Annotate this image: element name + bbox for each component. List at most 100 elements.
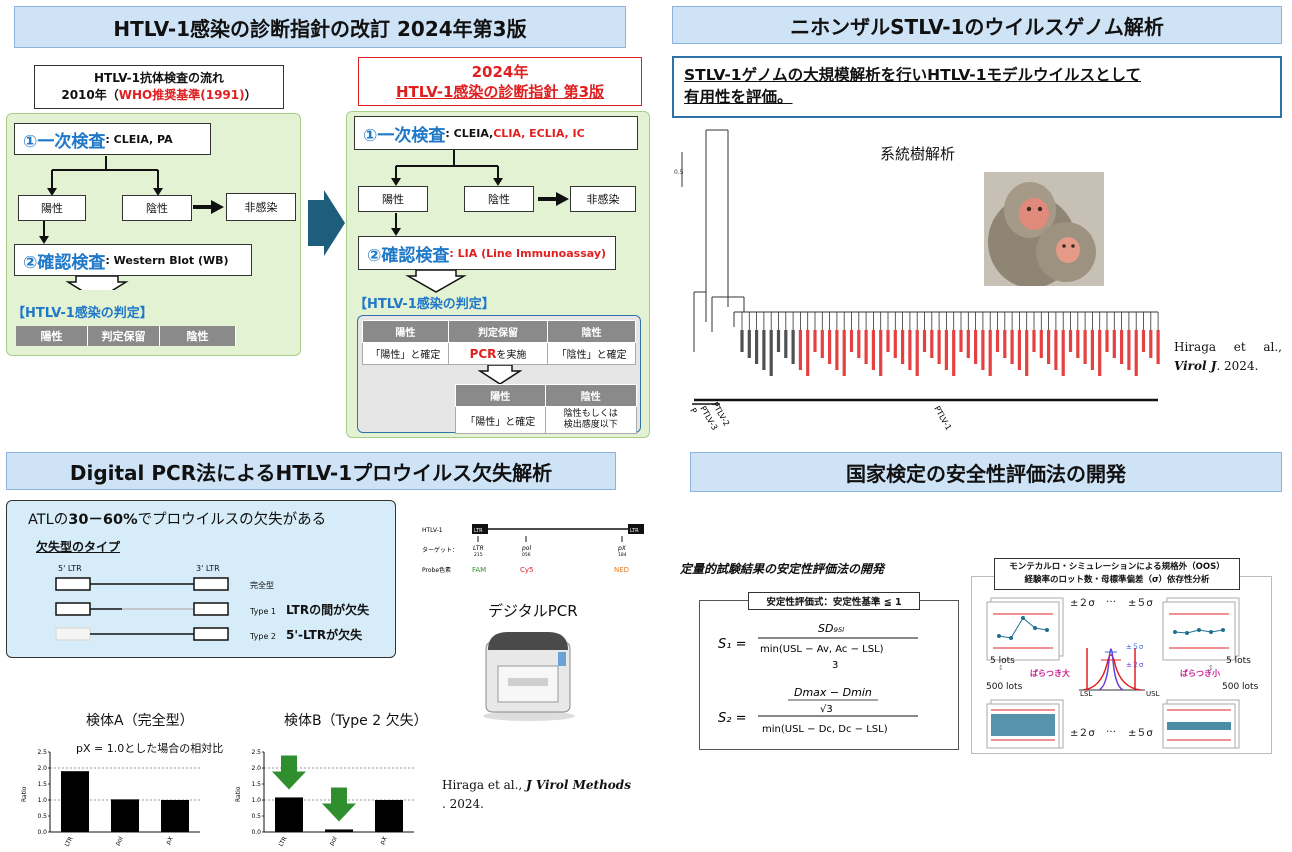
tree-tip-label: [864, 330, 868, 364]
deletion-arrow: [272, 755, 306, 790]
tree-tip-label: [857, 330, 861, 358]
monkey-photo: [984, 172, 1104, 286]
deletion-types-title: 欠失型のタイプ: [36, 540, 121, 554]
pcr-results-table: 陽性 陰性 「陽性」と確定 陰性もしくは検出感度以下: [455, 384, 638, 434]
tree-tip-label: [871, 330, 875, 370]
new-result-header-positive: 陽性: [362, 320, 449, 343]
ltr3-label: 3' LTR: [196, 564, 220, 573]
pcr-result-cell-negative: 陰性もしくは検出感度以下: [544, 406, 638, 434]
tree-tip-label: [879, 330, 883, 376]
y-tick-label: 2.0: [37, 765, 47, 772]
tree-tip-label: [1112, 330, 1116, 358]
mc-arrow-left: ↕: [998, 664, 1004, 672]
new-step1-label: ①一次検査: [363, 125, 446, 146]
tree-tip-label: [1105, 330, 1109, 352]
tree-tip-label: [806, 330, 810, 376]
genome-label: HTLV-1: [422, 527, 443, 534]
probe-label: Probe色素: [422, 566, 451, 574]
monte-carlo-figure: ↕ ↕: [986, 597, 1240, 749]
new-judgement-label: 【HTLV-1感染の判定】: [354, 297, 495, 312]
y-tick-label: 0.0: [251, 829, 261, 836]
new-result-header-pending: 判定保留: [447, 320, 549, 343]
mc-title: モンテカルロ・シミュレーションによる規格外（OOS） 経験率のロット数・母標準偏…: [994, 558, 1240, 590]
target-pol: pol: [521, 545, 531, 552]
formula-panel: [699, 600, 959, 750]
tree-tip-label: [908, 330, 912, 370]
bar-LTR: [61, 771, 89, 832]
x-tick-label: LTR: [277, 836, 288, 848]
deletion-headline: ATLの30－60%でプロウイルスの欠失がある: [28, 512, 327, 528]
new-step2-box: ②確認検査 : LIA (Line Immunoassay): [358, 236, 616, 270]
y-tick-label: 2.5: [251, 749, 261, 756]
x-tick-label: LTR: [63, 836, 74, 848]
tree-tip-label: [1141, 330, 1146, 352]
tree-tip-label: [1025, 330, 1029, 376]
old-not-infected-box: 非感染: [226, 193, 296, 221]
target-px-num: 184: [618, 552, 627, 558]
stlv-summary-line2: 有用性を評価。: [684, 88, 793, 106]
old-result-pending: 判定保留: [88, 326, 160, 346]
new-result-cell-positive: 「陽性」と確定: [362, 342, 449, 365]
tree-clade-p-label: P: [688, 407, 698, 416]
formula-s2-numerator: Dmax − Dmin: [794, 686, 872, 699]
bar-pol: [111, 799, 139, 832]
y-tick-label: 1.0: [251, 797, 261, 804]
genome-ltr3-box-label: LTR: [630, 528, 639, 534]
old-step2-box: ②確認検査 : Western Blot (WB): [14, 244, 252, 276]
mc-lsl: LSL: [1080, 690, 1093, 698]
y-tick-label: 0.5: [251, 813, 261, 820]
formula-s2-symbol: S₂ =: [718, 711, 747, 726]
new-result-cell-negative: 「陰性」と確定: [547, 342, 636, 365]
tree-tip-label: [1054, 330, 1058, 370]
old-flow-title-line1: HTLV-1抗体検査の流れ: [94, 71, 224, 85]
new-flow-connectors: [391, 150, 569, 293]
x-tick-label: pX: [165, 836, 175, 846]
y-axis-label: Ratio: [235, 786, 242, 802]
new-results-table: 陽性 判定保留 陰性 「陽性」と確定 PCRを実施 「陰性」と確定: [362, 320, 636, 365]
old-judgement-label: 【HTLV-1感染の判定】: [12, 306, 153, 321]
old-step2-methods: : Western Blot (WB): [105, 253, 229, 267]
x-tick-label: pol: [328, 835, 339, 847]
probe-ned: NED: [614, 566, 629, 574]
mc-lots500-right: 500 lots: [1222, 682, 1259, 692]
mc-dots-bottom: …: [1106, 724, 1116, 735]
y-tick-label: 1.0: [37, 797, 47, 804]
y-tick-label: 2.5: [37, 749, 47, 756]
new-step2-label: ②確認検査: [367, 245, 450, 266]
chart-b-title: 検体B（Type 2 欠失）: [284, 713, 428, 729]
x-tick-label: pX: [379, 836, 389, 846]
stability-formulas: S₁ = SD₉₅ₗ min(USL − Av, Ac − LSL) 3 S₂ …: [718, 622, 918, 735]
chart-note: pX = 1.0とした場合の相対比: [76, 742, 224, 755]
tree-tip-label: [762, 330, 766, 370]
tree-tip-label: [1134, 330, 1138, 376]
pcr-result-cell-positive: 「陽性」と確定: [455, 406, 546, 434]
tree-tip-label: [893, 330, 897, 358]
formula-s1-divisor: 3: [832, 660, 838, 671]
bar-pX: [375, 800, 403, 832]
deletion-types-diagram: [55, 577, 229, 641]
tree-tip-label: [813, 330, 817, 352]
tree-tip-label: [1098, 330, 1102, 376]
tree-tip-label: [1010, 330, 1014, 364]
mc-lots500-left: 500 lots: [986, 682, 1023, 692]
probe-fam: FAM: [472, 566, 486, 574]
tree-tip-label: [784, 330, 788, 358]
tree-tip-label: [959, 330, 963, 352]
mc-spread-big: ばらつき大: [1030, 669, 1070, 678]
new-result-cell-pending: PCRを実施: [447, 342, 549, 365]
old-result-negative: 陰性: [160, 326, 236, 346]
tree-tip-label: [1003, 330, 1007, 358]
header-digital-pcr: Digital PCR法によるHTLV-1プロウイルス欠失解析: [6, 452, 616, 490]
old-positive-box: 陽性: [18, 195, 86, 221]
header-diagnosis-guideline: HTLV-1感染の診断指針の改訂 2024年第3版: [14, 6, 626, 48]
pcr-result-header-positive: 陽性: [455, 384, 546, 407]
tree-tip-label: [901, 330, 905, 364]
pcr-result-header-negative: 陰性: [544, 384, 638, 407]
tree-tip-label: [915, 330, 919, 376]
old-flow-title-line2: 2010年（WHO推奨基準(1991)）: [61, 88, 257, 102]
tree-tip-label: [747, 330, 751, 358]
deletion-row-full: 完全型: [250, 581, 274, 590]
tree-scale-label: 0.5: [674, 169, 684, 176]
